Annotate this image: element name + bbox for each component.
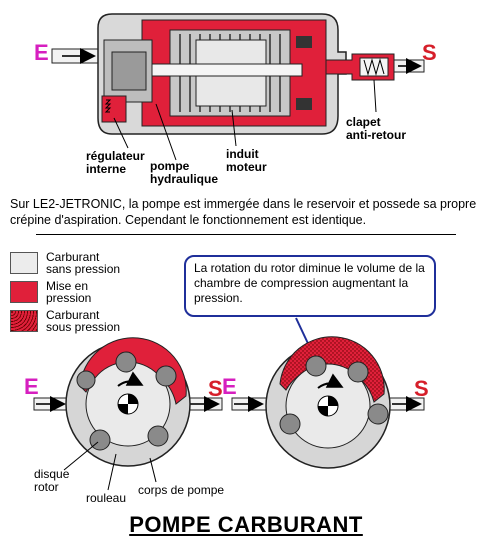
label-regulateur: régulateur interne: [86, 149, 145, 176]
rotor-pump-right: [231, 336, 425, 469]
divider: [36, 234, 456, 235]
description-text: Sur LE2-JETRONIC, la pompe est immergée …: [10, 197, 477, 227]
legend-label-rising: Mise en pression: [46, 279, 92, 305]
inlet-letter-top: E: [34, 40, 49, 65]
legend-swatch-rising: [10, 281, 38, 303]
outlet-letter-right: S: [414, 376, 429, 401]
callout-text: La rotation du rotor diminue le volume d…: [194, 261, 425, 305]
inlet-letter-right: E: [222, 374, 237, 399]
label-rouleau: rouleau: [86, 491, 127, 505]
outlet-letter-left: S: [208, 376, 223, 401]
label-corps: corps de pompe: [138, 483, 225, 497]
legend-swatch-no-pressure: [10, 252, 38, 274]
label-pompe: pompe hydraulique: [150, 159, 219, 186]
pump-cross-section: [51, 13, 425, 161]
inlet-letter-left: E: [24, 374, 39, 399]
rotor-pump-left: [33, 337, 223, 491]
callout-box: La rotation du rotor diminue le volume d…: [184, 255, 436, 317]
outlet-letter-top: S: [422, 40, 437, 65]
page-title: POMPE CARBURANT: [129, 512, 363, 537]
legend-label-no-pressure: Carburant sans pression: [46, 250, 121, 276]
label-disque: disque rotor: [34, 467, 70, 494]
label-clapet: clapet anti-retour: [346, 115, 406, 142]
legend-label-pressured: Carburant sous pression: [46, 308, 121, 334]
label-induit: induit moteur: [226, 147, 267, 174]
legend-swatch-pressured: [10, 310, 38, 332]
